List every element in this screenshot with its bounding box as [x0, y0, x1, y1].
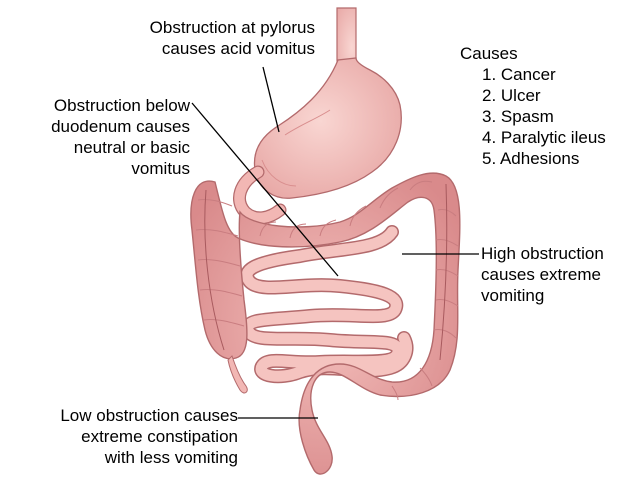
cause-item: 1. Cancer	[460, 64, 640, 85]
label-low-obstruction: Low obstruction causes extreme constipat…	[0, 405, 238, 468]
small-intestine	[247, 232, 406, 376]
label-line: Obstruction at pylorus	[60, 17, 315, 38]
label-pylorus-obstruction: Obstruction at pylorus causes acid vomit…	[60, 17, 315, 59]
label-line: High obstruction	[481, 243, 639, 264]
cause-item: 2. Ulcer	[460, 85, 640, 106]
label-high-obstruction: High obstruction causes extreme vomiting	[481, 243, 639, 306]
label-duodenum-obstruction: Obstruction below duodenum causes neutra…	[0, 95, 190, 179]
label-line: neutral or basic	[0, 137, 190, 158]
label-line: causes acid vomitus	[60, 38, 315, 59]
label-line: with less vomiting	[0, 447, 238, 468]
label-line: duodenum causes	[0, 116, 190, 137]
causes-heading: Causes	[460, 43, 640, 64]
causes-list: Causes 1. Cancer 2. Ulcer 3. Spasm 4. Pa…	[460, 43, 640, 169]
label-line: extreme constipation	[0, 426, 238, 447]
appendix	[228, 356, 247, 393]
cause-item: 4. Paralytic ileus	[460, 127, 640, 148]
cause-item: 3. Spasm	[460, 106, 640, 127]
stomach	[254, 58, 401, 198]
cause-item: 5. Adhesions	[460, 148, 640, 169]
label-line: vomiting	[481, 285, 639, 306]
label-line: vomitus	[0, 158, 190, 179]
leader-pylorus	[263, 67, 279, 132]
label-line: Obstruction below	[0, 95, 190, 116]
label-line: causes extreme	[481, 264, 639, 285]
label-line: Low obstruction causes	[0, 405, 238, 426]
